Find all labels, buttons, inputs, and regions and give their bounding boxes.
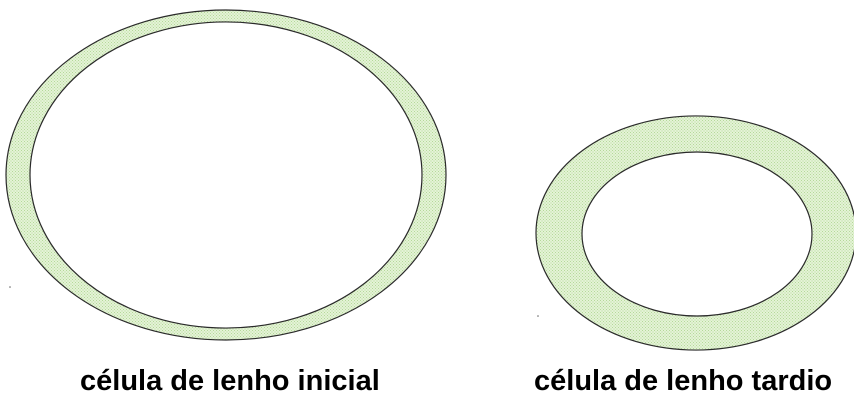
latewood-cell-wall bbox=[535, 115, 854, 351]
earlywood-label: célula de lenho inicial bbox=[80, 365, 380, 397]
stray-dot bbox=[9, 286, 11, 288]
earlywood-cell-wall bbox=[5, 9, 447, 341]
latewood-cell bbox=[535, 115, 854, 351]
latewood-label: célula de lenho tardio bbox=[534, 365, 833, 397]
stray-dot bbox=[537, 315, 539, 317]
earlywood-cell bbox=[5, 9, 447, 341]
